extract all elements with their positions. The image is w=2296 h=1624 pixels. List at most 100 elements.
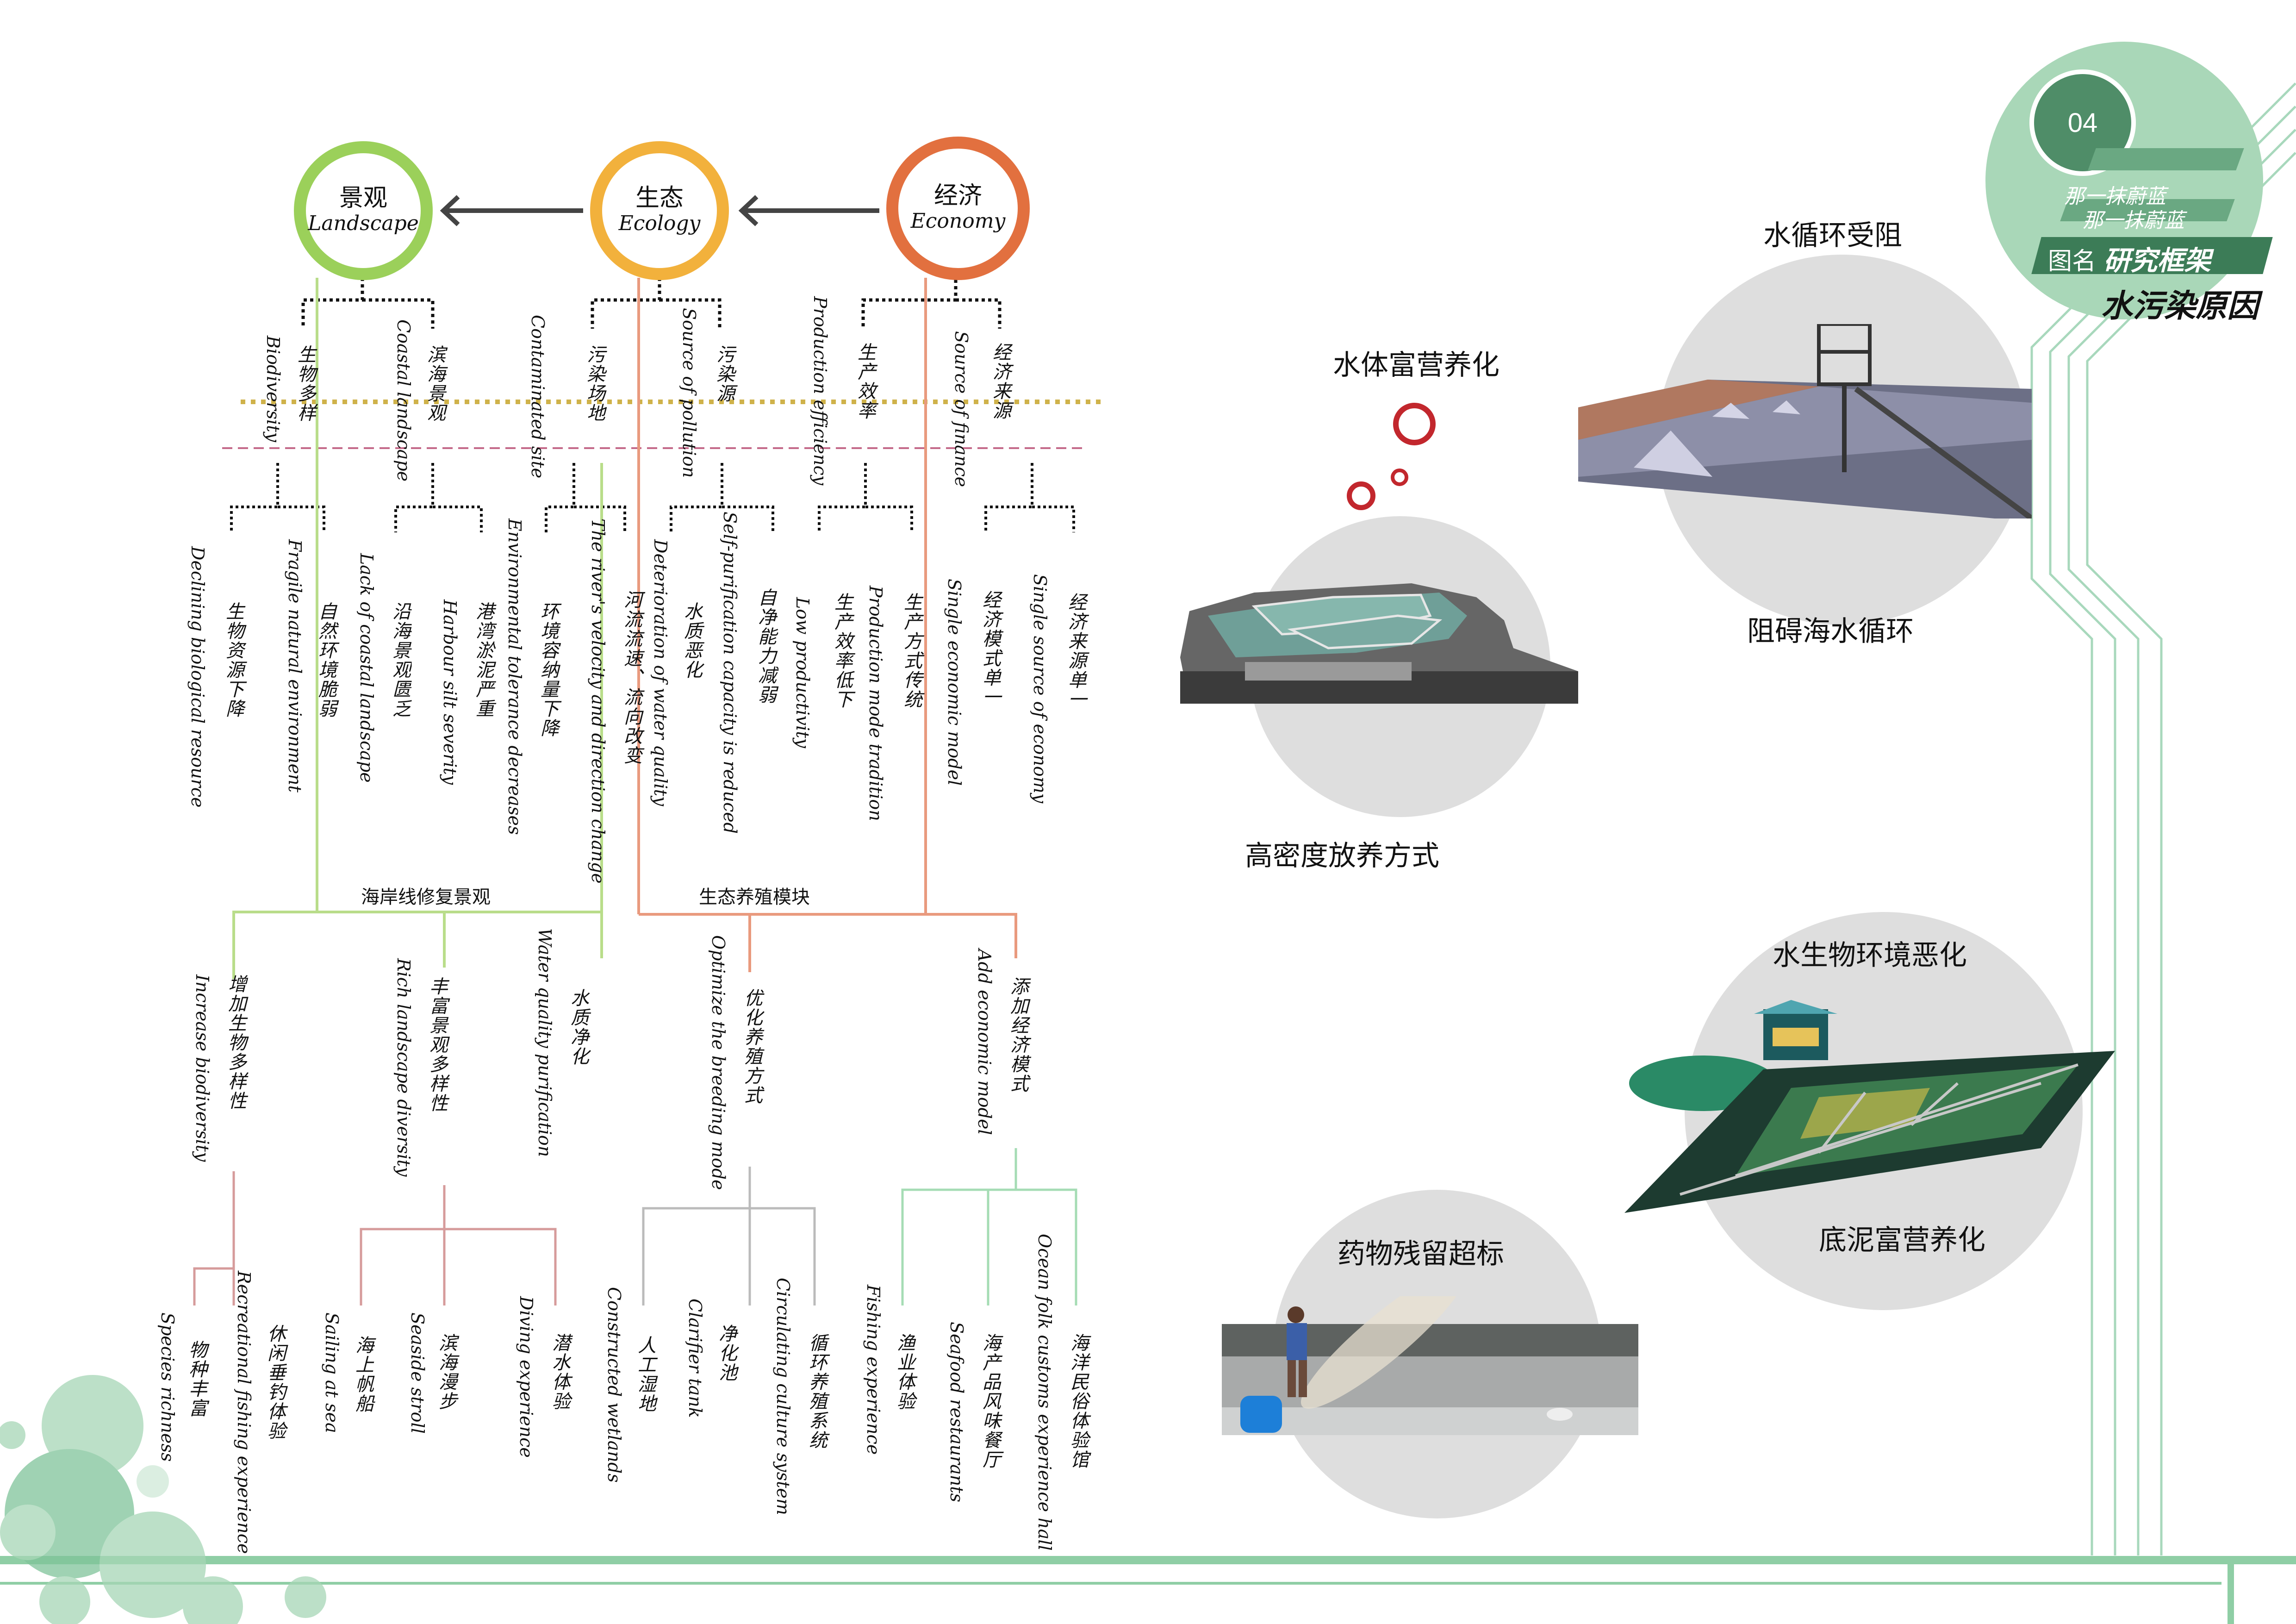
strategy-zh: 丰富景观多样性 bbox=[426, 977, 448, 1113]
problem-en: Lack of coastal landscape bbox=[356, 553, 377, 783]
page-number: 04 bbox=[2067, 107, 2098, 138]
action-en: Recreational fishing experience bbox=[234, 1271, 254, 1554]
strategy-zh: 水质净化 bbox=[567, 988, 589, 1066]
hub-economy-en: Economy bbox=[910, 209, 1006, 233]
strategy-en: Add economic model bbox=[974, 949, 995, 1135]
hub-economy-zh: 经济 bbox=[933, 182, 982, 210]
factor-en: Coastal landscape bbox=[393, 319, 414, 482]
problem-zh: 自然环境脆弱 bbox=[315, 602, 336, 718]
module-left-label: 海岸线修复景观 bbox=[361, 887, 491, 908]
problem-en: Deterioration of water quality bbox=[650, 539, 671, 806]
action-en: Seaside stroll bbox=[407, 1312, 428, 1434]
caption-high-density: 高密度放养方式 bbox=[1245, 840, 1439, 872]
action-en: Circulating culture system bbox=[773, 1278, 793, 1515]
slogan-2: 那一抹蔚蓝 bbox=[2083, 209, 2184, 232]
bubble-large bbox=[1393, 403, 1436, 445]
strategy-zh: 添加经济模式 bbox=[1007, 977, 1028, 1093]
action-en: Species richness bbox=[157, 1312, 178, 1462]
factor-zh: 滨海景观 bbox=[424, 345, 445, 423]
action-zh: 循环养殖系统 bbox=[806, 1333, 827, 1450]
problem-en: Single economic model bbox=[944, 579, 964, 786]
hub-landscape: 景观 Landscape bbox=[294, 141, 433, 280]
problem-en: Production mode tradition bbox=[865, 586, 886, 821]
caption-sediment: 底泥富营养化 bbox=[1819, 1224, 1985, 1256]
action-en: Fishing experience bbox=[863, 1285, 884, 1455]
page-subtitle: 水污染原因 bbox=[2101, 287, 2259, 325]
problem-en: Self-purification capacity is reduced bbox=[720, 512, 740, 834]
factor-en: Biodiversity bbox=[263, 336, 283, 442]
strategy-zh: 优化养殖方式 bbox=[741, 988, 762, 1105]
problem-zh: 环境容纳量下降 bbox=[537, 602, 559, 738]
strategy-en: Water quality purification bbox=[535, 928, 555, 1157]
problem-zh: 生产方式传统 bbox=[901, 593, 922, 709]
problem-zh: 经济来源单一 bbox=[1065, 593, 1086, 709]
action-en: Sailing at sea bbox=[322, 1312, 342, 1433]
hub-economy: 经济 Economy bbox=[886, 137, 1030, 280]
factor-zh: 污染源 bbox=[713, 345, 734, 403]
factor-zh: 经济来源 bbox=[989, 343, 1011, 420]
hub-ecology: 生态 Ecology bbox=[590, 141, 729, 280]
action-zh: 休闲垂钓体验 bbox=[264, 1324, 286, 1441]
action-zh: 滨海漫步 bbox=[436, 1333, 457, 1411]
fish-cage-image bbox=[1624, 1000, 2115, 1213]
action-zh: 海上帆船 bbox=[352, 1336, 373, 1413]
slogan-1: 那一抹蔚蓝 bbox=[2064, 185, 2166, 208]
factor-en: Contaminated site bbox=[528, 315, 548, 479]
factor-zh: 污染场地 bbox=[584, 345, 605, 423]
hub-ecology-en: Ecology bbox=[618, 212, 701, 236]
action-en: Constructed wetlands bbox=[604, 1287, 624, 1483]
problem-en: Harbour silt severity bbox=[440, 600, 460, 785]
problem-zh: 港湾淤泥严重 bbox=[473, 602, 494, 718]
problem-en: Fragile natural environment bbox=[285, 539, 305, 793]
factor-zh: 生物多样 bbox=[294, 345, 316, 423]
caption-habitat: 水生物环境恶化 bbox=[1773, 939, 1967, 972]
action-en: Diving experience bbox=[516, 1296, 536, 1458]
problem-zh: 沿海景观匮乏 bbox=[389, 602, 411, 718]
problem-en: Low productivity bbox=[792, 597, 813, 748]
caption-eutrophication: 水体富营养化 bbox=[1333, 349, 1500, 381]
problem-en: Environmental tolerance decreases bbox=[504, 518, 525, 835]
aquaculture-ponds-image bbox=[1180, 583, 1578, 704]
action-zh: 物种丰富 bbox=[186, 1340, 207, 1418]
caption-circulation-blocked: 水循环受阻 bbox=[1763, 219, 1902, 252]
action-en: Seafood restaurants bbox=[946, 1322, 967, 1503]
page-number-badge: 04 bbox=[2029, 69, 2136, 176]
factor-en: Source of finance bbox=[951, 331, 971, 487]
badge-stripe-1 bbox=[2088, 148, 2244, 170]
problem-zh: 自净能力减弱 bbox=[755, 588, 776, 705]
problem-zh: 生产效率低下 bbox=[831, 593, 852, 709]
action-zh: 海产品风味餐厅 bbox=[979, 1333, 1001, 1469]
strategy-en: Rich landscape diversity bbox=[393, 958, 414, 1177]
action-zh: 渔业体验 bbox=[894, 1333, 915, 1411]
problem-zh: 河流流速、流向改变 bbox=[621, 590, 642, 765]
problem-en: Declining biological resource bbox=[187, 546, 208, 808]
module-right-label: 生态养殖模块 bbox=[699, 887, 810, 908]
problem-zh: 经济模式单一 bbox=[979, 590, 1001, 707]
hub-landscape-zh: 景观 bbox=[339, 184, 387, 212]
caption-drug-residue: 药物残留超标 bbox=[1338, 1238, 1504, 1270]
problem-en: Single source of economy bbox=[1030, 574, 1050, 804]
action-zh: 净化池 bbox=[716, 1324, 737, 1382]
strategy-en: Optimize the breeding mode bbox=[708, 935, 728, 1190]
action-zh: 海洋民俗体验馆 bbox=[1067, 1333, 1089, 1469]
factor-zh: 生产效率 bbox=[854, 343, 876, 420]
problem-zh: 生物资源下降 bbox=[223, 602, 244, 718]
hub-landscape-en: Landscape bbox=[308, 212, 419, 236]
page-title: 研究框架 bbox=[2103, 245, 2211, 276]
action-en: Clarifier tank bbox=[685, 1299, 705, 1418]
action-zh: 潜水体验 bbox=[549, 1333, 570, 1411]
problem-zh: 水质恶化 bbox=[681, 602, 702, 680]
strategy-zh: 增加生物多样性 bbox=[225, 974, 246, 1111]
hub-ecology-zh: 生态 bbox=[635, 184, 684, 212]
problem-en: The river's velocity and direction chang… bbox=[588, 518, 608, 884]
factor-en: Production efficiency bbox=[810, 296, 830, 486]
factor-en: Source of pollution bbox=[679, 308, 699, 478]
caption-block-sea: 阻碍海水循环 bbox=[1747, 615, 1914, 648]
bubble-small bbox=[1391, 468, 1408, 486]
strategy-en: Increase biodiversity bbox=[192, 974, 212, 1162]
bubble-medium bbox=[1347, 481, 1375, 510]
salt-field-image bbox=[1578, 324, 2032, 518]
action-en: Ocean folk customs experience hall bbox=[1034, 1234, 1055, 1551]
fisherman-image bbox=[1222, 1296, 1638, 1435]
